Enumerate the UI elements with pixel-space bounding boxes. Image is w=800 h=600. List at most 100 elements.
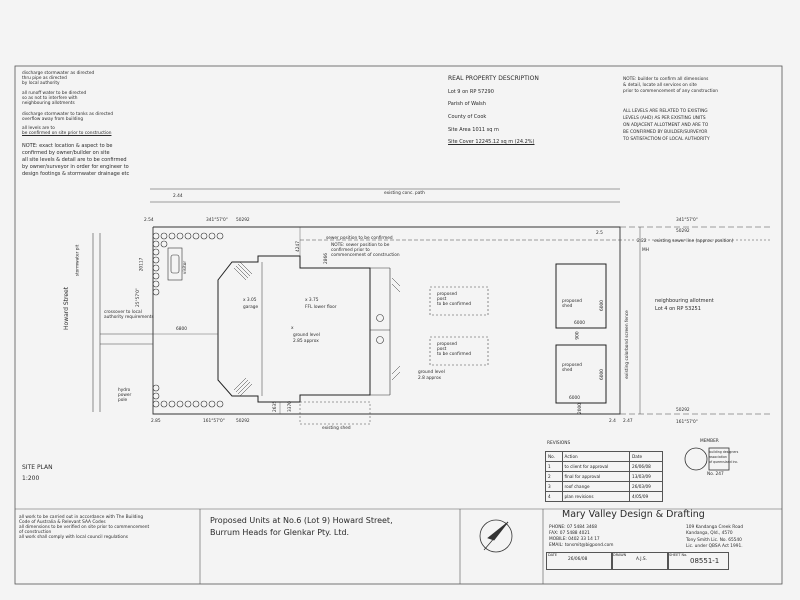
member-number: No. 247 [707, 472, 724, 477]
dimension-label: 2.54 [144, 218, 154, 223]
property-site-cover: Site Cover 12245.12 sq m (24.2%) [448, 139, 535, 145]
post-label: to be confirmed [437, 302, 472, 307]
sewer-note: confirmed prior to [331, 248, 370, 253]
compliance-note: all work shall comply with local council… [19, 535, 128, 540]
power-pole-label: power [118, 393, 132, 398]
stormwater-pit-label: stormwater pit [75, 244, 81, 277]
project-title: Proposed Units at No.6 (Lot 9) Howard St… [210, 516, 393, 525]
note-line: overflow away from building [22, 117, 84, 122]
bearing-label: 341°57'0" [676, 218, 698, 223]
date-value: 26/06/08 [568, 557, 588, 562]
dimension-label: 2.85 [151, 419, 161, 424]
contact-mobile: MOBILE: 0402 33 14 17 [549, 537, 600, 542]
property-county: County of Cook [448, 114, 487, 120]
licence-info: Tony Smith Lic. No. 65540 [686, 538, 742, 543]
company-name: Mary Valley Design & Drafting [562, 509, 705, 520]
dimension-label: 2.47 [623, 419, 633, 424]
note-line: by local authority [22, 81, 60, 86]
note-line: neighbouring allotments [22, 101, 75, 106]
dimension-label: 2.44 [173, 194, 183, 199]
note-line: BE CONFIRMED BY BUILDER/SURVEYOR [623, 130, 708, 135]
property-lot: Lot 9 on RP 57290 [448, 89, 494, 95]
note-line: LEVELS (AHD) AS PER EXISTING UNITS [623, 116, 706, 121]
table-cell: final for approval [561, 471, 631, 482]
revisions-title: REVISIONS [547, 441, 571, 446]
garage-level: x 3.05 [243, 298, 257, 303]
note-line: all runoff water to be directed [22, 91, 87, 96]
compliance-note: all work to be carried out in accordance… [19, 515, 144, 520]
note-line: all site levels & detail are to be confi… [22, 157, 127, 163]
drawing-scale: 1:200 [22, 475, 40, 482]
table-cell: 2 [545, 471, 563, 482]
note-line: ALL LEVELS ARE RELATED TO EXISTING [623, 109, 708, 114]
note-line: ON ADJACENT ALLOTMENT AND ARE TO [623, 123, 709, 128]
post-label: to be confirmed [437, 352, 472, 357]
distance-label: 50292 [236, 419, 250, 424]
neighbour-label: neighbouring allotment [655, 298, 714, 304]
drawing-title: SITE PLAN [22, 464, 53, 471]
drawn-value: A.J.S. [636, 557, 647, 562]
post-label: post [437, 347, 447, 352]
dimension-label: 6000 [600, 369, 605, 380]
neighbour-lot: Lot 4 on RP 53251 [655, 306, 701, 312]
compliance-note: all dimensions to be verified on site pr… [19, 525, 150, 530]
project-title: Burrum Heads for Glenkar Pty. Ltd. [210, 528, 350, 537]
table-cell: to client for approval [561, 461, 631, 472]
dimension-label: 4247 [296, 241, 301, 252]
note-line: all levels are to [22, 126, 55, 131]
bearing-label: 161°57'0" [203, 419, 225, 424]
dimension-label: 3370 [288, 401, 293, 412]
table-header: Action [561, 451, 631, 462]
sheet-box [667, 552, 729, 570]
sheet-number: 08551-1 [690, 557, 720, 565]
note-line: so as not to interfere with [22, 96, 78, 101]
table-cell: 4 [545, 491, 563, 502]
note-line: NOTE: exact location & aspect to be [22, 143, 113, 149]
company-address: Kandanga, Qld., 4570 [686, 531, 733, 536]
dimension-label: 6000 [600, 300, 605, 311]
date-label: DATE [548, 553, 558, 557]
sewer-note: commencement of construction [331, 253, 400, 258]
shed-label: proposed [562, 299, 582, 304]
ground-level-label: ground level [293, 333, 320, 338]
table-cell: roof change [561, 481, 631, 492]
ground-level-label: ground level [418, 370, 445, 375]
revisions-table: No. Action Date 1 to client for approval… [545, 451, 663, 502]
table-header: No. [545, 451, 563, 462]
drawn-label: DRAWN [613, 553, 627, 557]
floor-label: FFL lower floor [305, 305, 337, 310]
visitor-label: visitor [183, 260, 189, 275]
bearing-label: 341°57'0" [206, 218, 228, 223]
contact-phone: PHONE: 07 5484 3468 [549, 525, 598, 530]
distance-label: 20117 [139, 257, 145, 272]
note-line: discharge stormwater to tanks as directe… [22, 112, 114, 117]
date-box [546, 552, 613, 570]
table-cell: 26/03/09 [629, 481, 663, 492]
fence-label: existing colorbond screen fence [624, 310, 630, 379]
compliance-note: of construction [19, 530, 52, 535]
note-line: discharge stormwater as directed [22, 71, 95, 76]
post-label: post [437, 297, 447, 302]
note-line: design footings & stormwater drainage et… [22, 171, 130, 177]
crossover-note: crossover to local [104, 310, 142, 315]
property-parish: Parish of Walsh [448, 101, 486, 107]
floor-level: x 3.75 [305, 298, 319, 303]
compliance-note: Code of Australia & Relevant SAA Codes [19, 520, 106, 525]
table-cell: 13/03/09 [629, 471, 663, 482]
dimension-label: 2866 [324, 253, 329, 264]
table-row: 1 to client for approval 26/06/08 [545, 461, 663, 472]
shed-label: shed [562, 304, 573, 309]
dimension-label: 6800 [176, 327, 187, 332]
company-address: 109 Kandanga Creek Road [686, 525, 744, 530]
crossover-note: authority requirements [104, 315, 154, 320]
dimension-label: 900 [575, 331, 581, 340]
shed-label: proposed [562, 363, 582, 368]
existing-path-label: existing conc. path [384, 191, 425, 196]
member-badge-text: of queensland inc. [709, 460, 739, 464]
table-cell: 26/06/08 [629, 461, 663, 472]
note-line: by owner/surveyor in order for engineer … [22, 164, 129, 170]
member-badge-text: building designers [709, 450, 739, 454]
property-heading: REAL PROPERTY DESCRIPTION [448, 75, 539, 82]
